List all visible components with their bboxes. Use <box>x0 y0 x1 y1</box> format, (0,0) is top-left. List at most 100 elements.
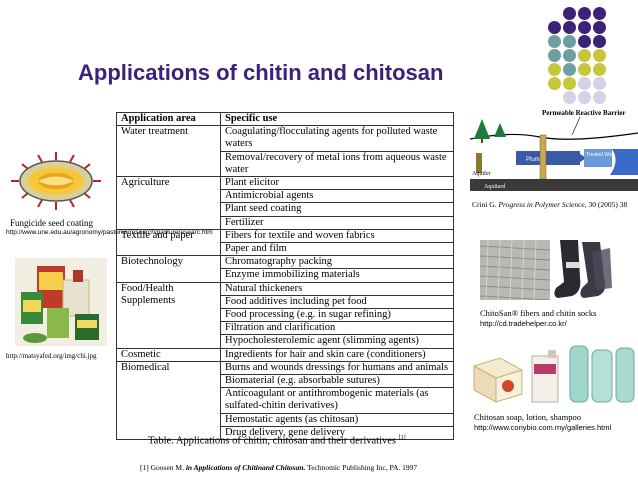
table-cell-use: Fibers for textile and woven fabrics <box>220 228 454 244</box>
seed-caption: Fungicide seed coating <box>10 218 93 228</box>
table-header-row: Application area Specific use <box>116 111 454 127</box>
applications-table: Application area Specific use Water trea… <box>116 111 454 441</box>
decorative-dot <box>548 77 561 90</box>
decorative-dot <box>563 7 576 20</box>
decorative-dot <box>548 63 561 76</box>
decorative-dot <box>563 21 576 34</box>
fungicide-seed-illustration <box>11 152 101 210</box>
table-row: Hemostatic agents (as chitosan) <box>117 412 454 427</box>
barrier-plume-label: Plume <box>526 157 544 163</box>
table-row: Textile and paper Fibers for textile and… <box>116 228 454 257</box>
chitosan-fiber-fabric-photo <box>480 240 550 300</box>
soap-url: http://www.conybio.com.my/galleries.html <box>474 423 612 432</box>
decorative-dot <box>578 35 591 48</box>
table-row: Hypocholesterolemic agent (slimming agen… <box>117 334 454 349</box>
soap-caption: Chitosan soap, lotion, shampoo <box>474 412 581 422</box>
table-row: Food/Health Supplements Natural thickene… <box>116 281 454 349</box>
table-row: Biomaterial (e.g. absorbable sutures) <box>117 374 454 389</box>
table-cell-area: Food/Health Supplements <box>116 281 221 349</box>
table-cell-use: Filtration and clarification <box>220 321 454 336</box>
table-cell-use: Coagulating/flocculating agents for poll… <box>220 125 454 152</box>
table-cell-use: Chromatography packing <box>220 255 454 270</box>
table-cell-area: Cosmetic <box>116 347 221 362</box>
table-cell-area: Textile and paper <box>116 228 221 257</box>
barrier-title: Permeable Reactive Barrier <box>542 109 626 117</box>
table-row: Anticoagulant or antithrombogenic materi… <box>117 387 454 414</box>
crini-author: Crini G. <box>472 200 499 209</box>
barrier-treated-label: Treated Water <box>586 152 618 158</box>
table-cell-use: Food processing (e.g. in sugar refining) <box>220 308 454 323</box>
table-cell-use: Enzyme immobilizing materials <box>220 268 454 283</box>
table-cell-use: Natural thickeners <box>220 281 454 296</box>
decorative-dot <box>563 49 576 62</box>
table-row: Food additives including pet food <box>117 294 454 310</box>
table-header-area: Application area <box>116 111 221 127</box>
decorative-dot <box>548 49 561 62</box>
decorative-dot <box>578 91 591 104</box>
decorative-dot <box>563 35 576 48</box>
decorative-dot <box>563 63 576 76</box>
table-cell-use: Plant seed coating <box>220 202 454 217</box>
table-cell-use: Drug delivery, gene delivery <box>220 425 454 441</box>
decorative-dot <box>593 77 606 90</box>
table-row: Drug delivery, gene delivery <box>117 425 454 441</box>
table-cell-use: Anticoagulant or antithrombogenic materi… <box>220 387 454 414</box>
decorative-dot <box>593 49 606 62</box>
table-cell-use: Hemostatic agents (as chitosan) <box>220 412 454 427</box>
table-cell-use: Fertilizer <box>220 215 454 230</box>
table-cell-area: Water treatment <box>116 125 221 178</box>
reactive-barrier-diagram: Permeable Reactive Barrier Plume Treated… <box>470 109 638 197</box>
reference-footnote: [1] Goosen M. in Applications of Chitina… <box>140 463 417 472</box>
table-cell-use: Food additives including pet food <box>220 294 454 310</box>
table-cell-use: Antimicrobial agents <box>220 189 454 204</box>
crini-rest: , 30 (2005) 38 <box>584 200 628 209</box>
barrier-aquitard-label: Aquitard <box>484 184 505 190</box>
chitosan-soap-lotion-shampoo-photo <box>470 344 638 406</box>
table-cell-area: Biotechnology <box>116 255 221 283</box>
decorative-dot <box>593 35 606 48</box>
decorative-dot <box>563 91 576 104</box>
table-cell-use: Biomaterial (e.g. absorbable sutures) <box>220 374 454 389</box>
table-cell-use: Removal/recovery of metal ions from aque… <box>220 150 454 178</box>
table-row: Agriculture Plant elicitor <box>116 176 454 230</box>
table-caption-text: Table. Applications of chitin, chitosan … <box>148 435 396 447</box>
reference-title: in Applications of Chitinand Chitosan. <box>185 463 306 472</box>
decorative-dot <box>593 21 606 34</box>
table-row: Food processing (e.g. in sugar refining) <box>117 308 454 323</box>
reference-prefix: [1] Goosen M. <box>140 463 186 472</box>
decorative-dot <box>578 7 591 20</box>
decorative-dot <box>578 63 591 76</box>
seed-source-url: http://www.une.edu.au/agronomy/pastures/… <box>6 229 213 236</box>
chitosan-products-photo <box>15 258 107 346</box>
decorative-dot <box>548 21 561 34</box>
decorative-dot <box>593 91 606 104</box>
table-row: Biotechnology Chromatography packing <box>116 255 454 283</box>
table-row: Cosmetic Ingredients for hair and skin c… <box>116 347 454 362</box>
crini-reference: Crini G. Progress in Polymer Science, 30… <box>472 200 627 209</box>
table-row: Water treatment Coagulating/flocculating… <box>116 125 454 178</box>
crini-journal: Progress in Polymer Science <box>498 200 585 209</box>
decorative-dot <box>578 49 591 62</box>
table-caption: Table. Applications of chitin, chitosan … <box>148 435 406 447</box>
product-source-url: http://matsyafed.org/img/chi.jpg <box>6 352 97 360</box>
table-cell-use: Ingredients for hair and skin care (cond… <box>220 347 454 362</box>
decorative-dot <box>593 7 606 20</box>
table-row: Biomedical Burns and wounds dressings fo… <box>116 360 454 441</box>
table-caption-ref: [1] <box>398 435 406 441</box>
decorative-dot-grid <box>548 7 638 109</box>
table-cell-use: Plant elicitor <box>220 176 454 191</box>
barrier-aquifer-label: Aquifer <box>472 170 491 177</box>
chitin-socks-photo <box>554 240 612 298</box>
table-row: Enzyme immobilizing materials <box>117 268 454 283</box>
decorative-dot <box>578 77 591 90</box>
decorative-dot <box>578 21 591 34</box>
decorative-dot <box>593 63 606 76</box>
table-header-use: Specific use <box>220 111 454 127</box>
table-cell-use: Burns and wounds dressings for humans an… <box>220 360 454 376</box>
table-cell-area: Agriculture <box>116 176 221 230</box>
table-cell-area: Biomedical <box>116 360 221 441</box>
chitosan-fibers-caption: ChitoSan® fibers and chitin socks <box>480 308 597 318</box>
decorative-dot <box>548 35 561 48</box>
chitosan-fibers-url: http://cd.tradehelper.co.kr/ <box>480 319 567 328</box>
slide-title: Applications of chitin and chitosan <box>78 60 444 85</box>
